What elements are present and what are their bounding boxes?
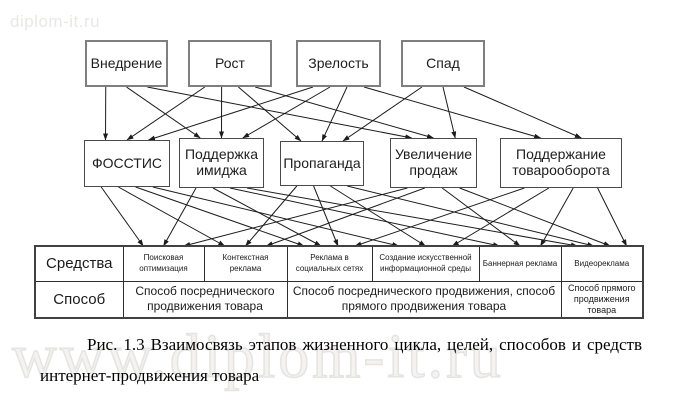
methods-row-header: Способ: [34, 280, 124, 319]
means-cell-video-ads: Видеореклама: [560, 245, 644, 282]
goal-label: Увеличение продаж: [394, 146, 473, 178]
watermark-top-left: diplom-it.ru: [10, 12, 101, 31]
means-cell-social-ads: Реклама в социальных сетях: [286, 245, 373, 282]
stage-box-zrelost: Зрелость: [296, 40, 381, 87]
stage-label: Внедрение: [90, 54, 163, 71]
stage-label: Спад: [426, 54, 460, 71]
means-cell-context-ads: Контекстная реклама: [203, 245, 288, 282]
goal-box-uvelichenie-prodazh: Увеличение продаж: [390, 138, 477, 188]
stage-box-spad: Спад: [401, 40, 485, 87]
watermark-bottom: www.diplom-it.ru: [11, 322, 504, 392]
goal-label: Поддержание товарооборота: [512, 146, 610, 178]
means-cell-seo: Поисковая оптимизация: [122, 245, 205, 282]
stage-label: Рост: [215, 54, 245, 71]
methods-row: Способ Способ посреднического продвижени…: [34, 280, 644, 319]
figure-caption: Рис. 1.3 Взаимосвязь этапов жизненного ц…: [40, 335, 642, 385]
goal-box-fosstis: ФОССТИС: [84, 140, 170, 187]
means-row: Средства Поисковая оптимизация Контекстн…: [34, 245, 644, 282]
means-cell-artificial-media: Создание искусственной информационной ср…: [371, 245, 480, 282]
means-row-header: Средства: [34, 245, 124, 282]
stage-box-vnedrenie: Внедрение: [85, 40, 168, 87]
goal-box-propaganda: Пропаганда: [280, 141, 364, 186]
goal-box-podderzhanie-tovarooborota: Поддержание товарооборота: [500, 138, 622, 188]
stage-label: Зрелость: [308, 54, 369, 71]
goal-label: Поддержка имиджа: [184, 146, 259, 178]
goal-label: ФОССТИС: [91, 154, 162, 171]
means-methods-table: Средства Поисковая оптимизация Контекстн…: [34, 245, 644, 320]
goal-box-podderzhka-imidzha: Поддержка имиджа: [179, 138, 264, 188]
means-cell-banner-ads: Баннерная реклама: [478, 245, 562, 282]
goal-label: Пропаганда: [283, 154, 361, 171]
method-cell-mixed: Способ посреднического продвижения, спос…: [286, 280, 562, 319]
stage-box-rost: Рост: [188, 40, 272, 87]
method-cell-direct: Способ прямого продвижения товара: [560, 280, 644, 319]
method-cell-intermediary: Способ посреднического продвижения товар…: [122, 280, 288, 319]
